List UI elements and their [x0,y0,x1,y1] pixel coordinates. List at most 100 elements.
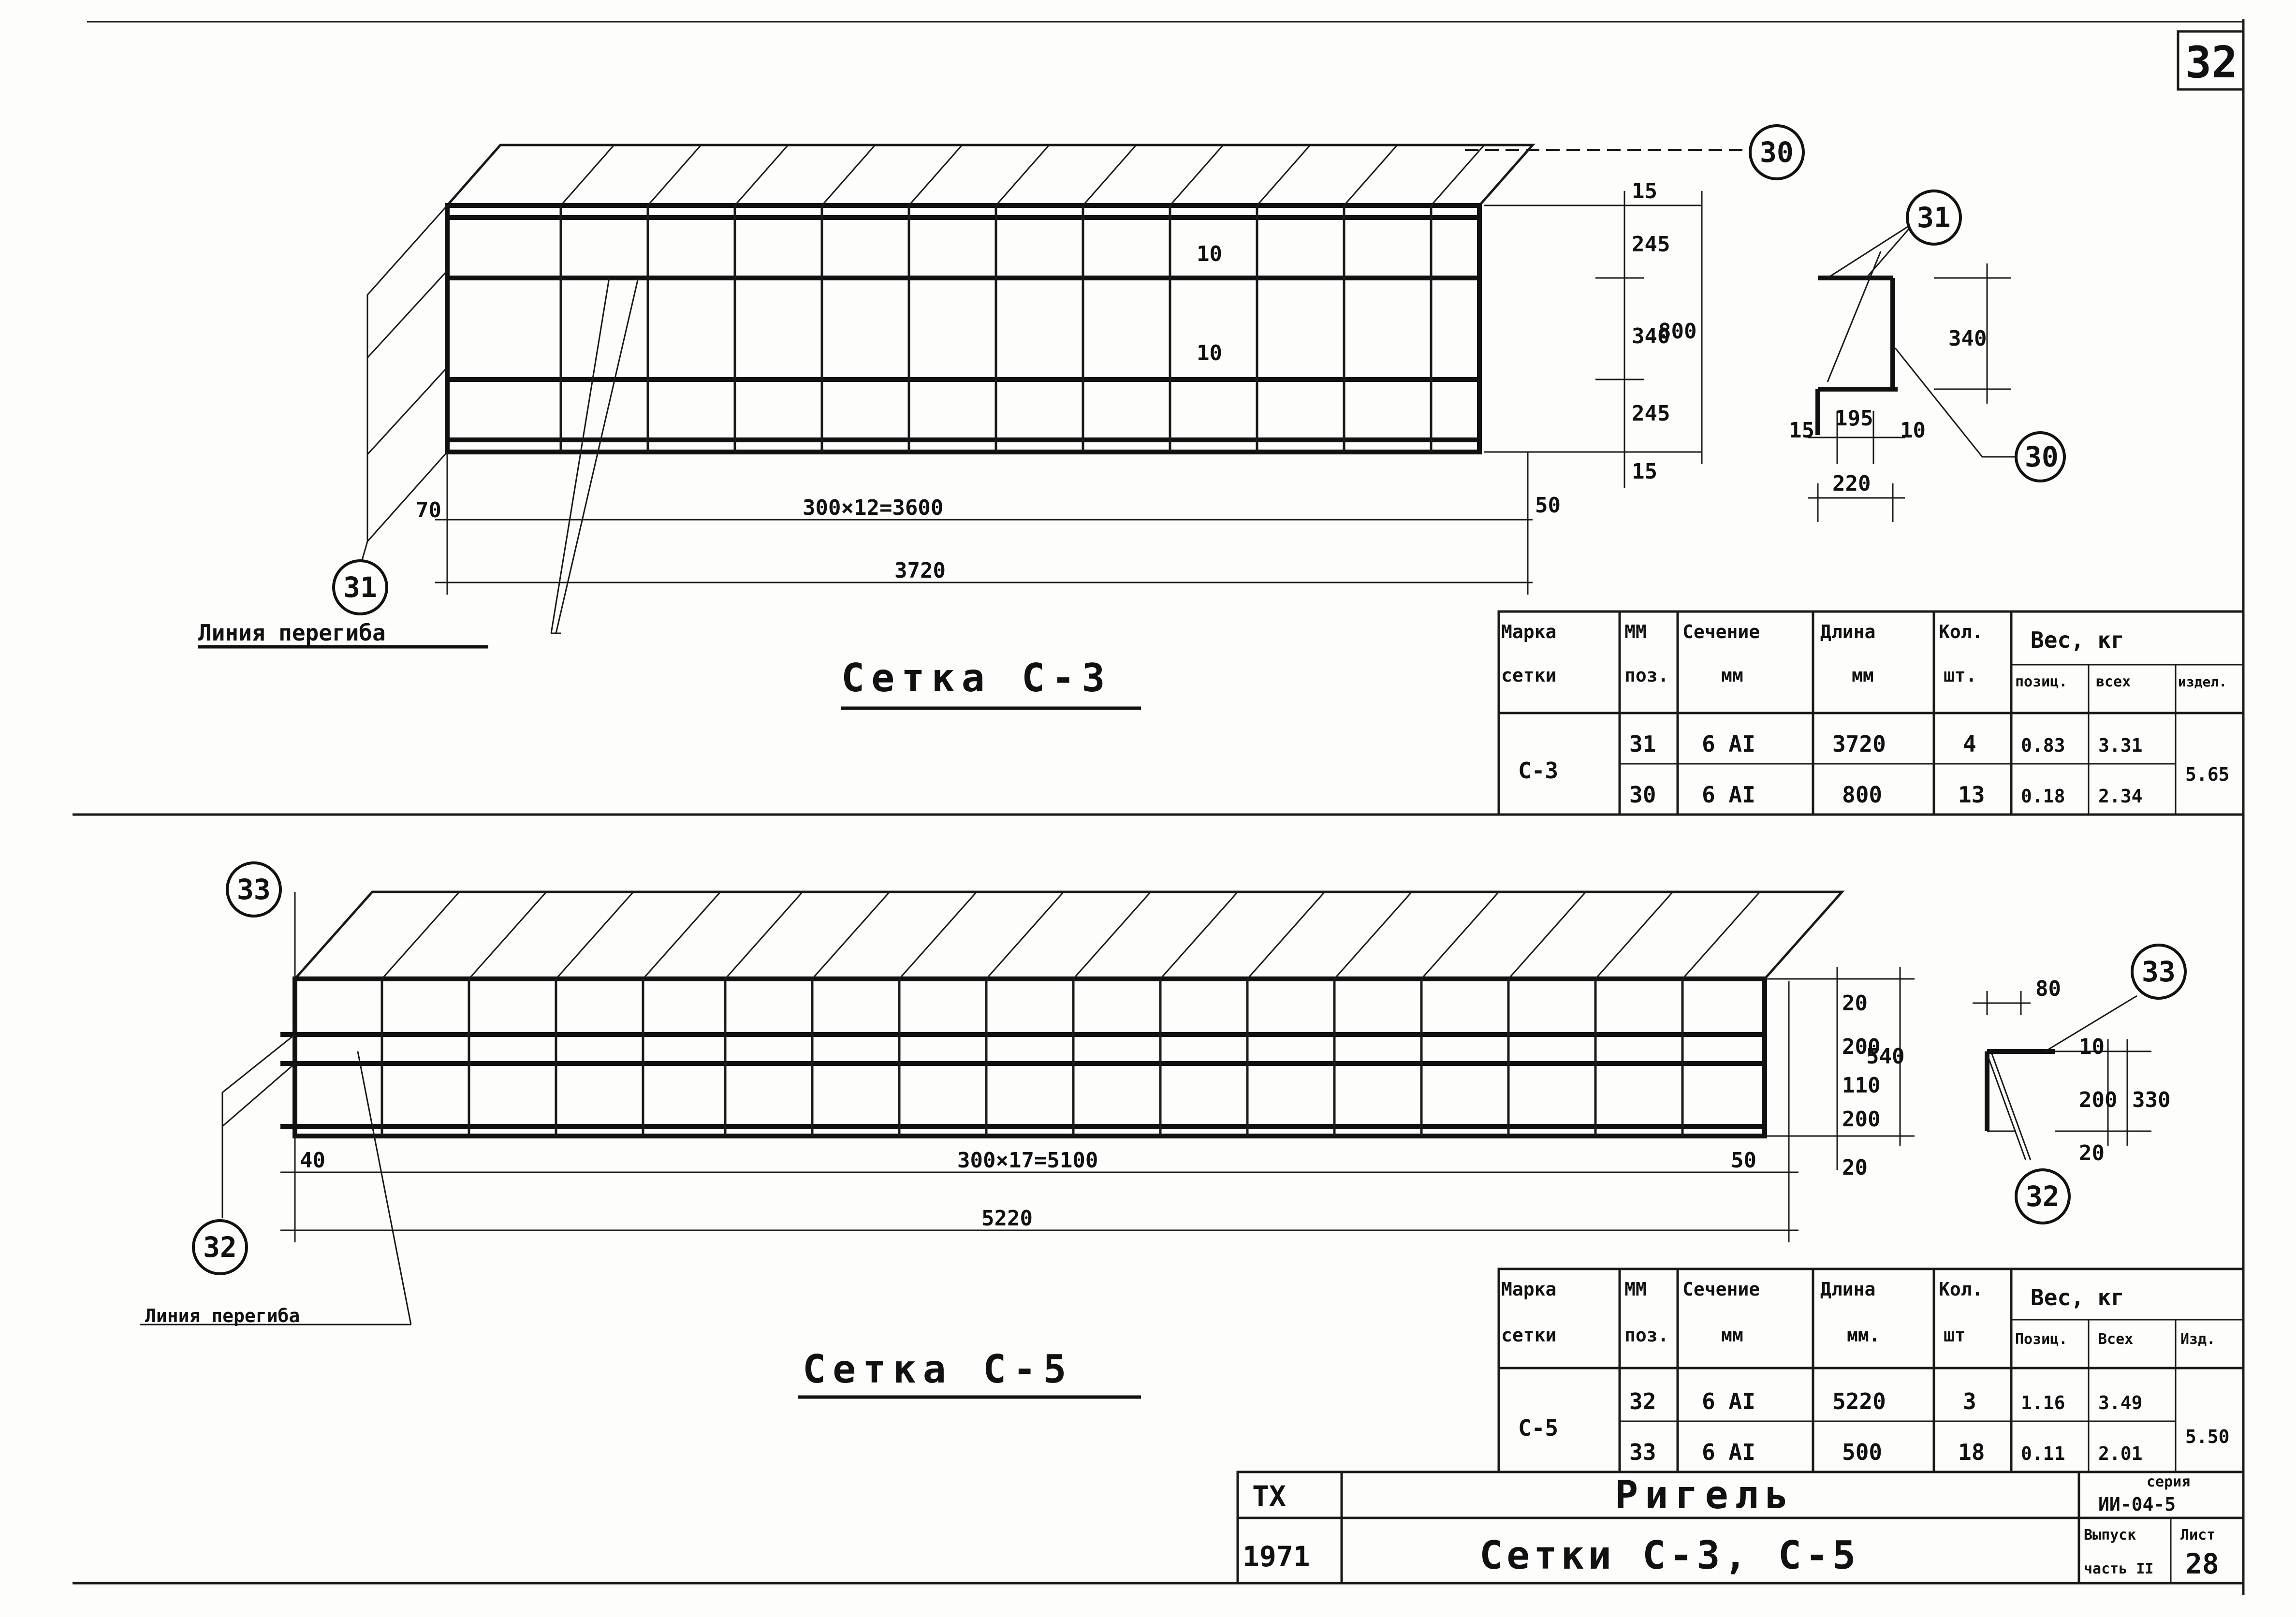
page-number: 32 [2185,37,2238,88]
section-c3-dim-15: 15 [1789,418,1814,443]
net-c3-title: Сетка С-3 [841,656,1111,700]
title-block-code: ТХ [1252,1480,1286,1513]
section-c5-dim-330: 330 [2132,1088,2170,1112]
table-c5-h-w-pos: Позиц. [2015,1331,2067,1348]
title-block-series-label: серия [2147,1473,2190,1490]
table-c5-r2-w-all: 2.01 [2098,1443,2143,1464]
net-c3-pos-30: 30 [1760,136,1794,169]
net-c5-dim-height: 540 [1866,1044,1904,1069]
table-c5-r2-qty: 18 [1958,1439,1985,1465]
net-c5-dim-v-4: 200 [1842,1107,1880,1132]
table-c5-h-qty-1: Кол. [1939,1279,1983,1300]
table-c3-r2-section: 6 АI [1702,782,1755,808]
net-c5-pos-32: 32 [203,1231,237,1264]
section-c3-dim-340: 340 [1948,326,1987,351]
table-c3-r1-pos: 31 [1629,731,1656,757]
table-c5-h-section-2: мм [1721,1325,1743,1346]
table-c5-mark: С-5 [1518,1415,1558,1441]
section-c3-dim-10: 10 [1900,418,1926,443]
table-c3-mark: С-3 [1518,758,1558,784]
title-block-series: ИИ-04-5 [2098,1494,2176,1515]
net-c3-drawing [357,144,1750,634]
net-c5-pos-33: 33 [237,873,271,906]
section-c5-pos-32-marker [2015,1168,2071,1224]
table-c5-r2-w-pos: 0.11 [2021,1443,2065,1464]
net-c5-dim-right: 50 [1731,1148,1756,1173]
net-c3-pos-31: 31 [343,571,377,604]
table-c5-h-mark-2: сетки [1501,1325,1556,1346]
table-c5-r1-w-all: 3.49 [2098,1392,2143,1413]
net-c3-bend-line-label: Линия перегиба [198,620,386,646]
table-c3-h-mark-1: Марка [1501,621,1556,642]
table-c3-r1-section: 6 АI [1702,731,1755,757]
section-c5-pos-33-marker [2131,944,2187,1000]
title-block-name: Ригель [1615,1472,1795,1517]
table-c3-h-section-1: Сечение [1682,621,1760,642]
table-c3-h-w-pos: позиц. [2015,673,2067,690]
table-c5-h-weight: Вес, кг [2031,1284,2124,1311]
title-block-grid [1236,1471,2245,1585]
net-c3-dim-v-4: 245 [1632,401,1670,426]
net-c3-dim-10-b: 10 [1197,341,1222,365]
table-c3-r1-qty: 4 [1963,731,1976,757]
table-c5-r2-section: 6 АI [1702,1439,1755,1465]
table-c3-r2-w-pos: 0.18 [2021,786,2065,807]
section-c5-dim-80: 80 [2035,976,2061,1001]
net-c3-pos-30-marker [1749,124,1805,180]
net-c5-drawing [140,890,1915,1326]
title-block-year: 1971 [1243,1540,1310,1573]
net-c5-bend-line-label: Линия перегиба [145,1305,300,1326]
net-c3-dim-v-5: 15 [1632,459,1657,484]
net-c3-pos-31-marker [332,559,388,615]
section-c3-pos-31-marker [1906,189,1962,246]
table-c5-h-section-1: Сечение [1682,1279,1760,1300]
table-c5-w-item: 5.50 [2185,1426,2230,1447]
title-block-issue-label-2: часть II [2084,1560,2154,1577]
net-c3-dim-v-3: 340 [1632,324,1670,349]
table-c3-w-item: 5.65 [2185,764,2230,785]
table-c3-h-qty-1: Кол. [1939,621,1983,642]
table-c5-h-w-item: Изд. [2180,1331,2215,1348]
net-c3-dim-height: 800 [1658,319,1696,344]
table-c3-r2-length: 800 [1842,782,1882,808]
section-c3-dim-195: 195 [1835,406,1873,431]
net-c5-pos-32-marker [192,1219,248,1275]
section-c3-pos-30-marker [2015,431,2066,482]
section-c5-pos-32: 32 [2026,1180,2060,1213]
table-c3-r2-qty: 13 [1958,782,1985,808]
net-c5-section [1973,991,2151,1161]
net-c3-dim-v-2: 245 [1632,232,1670,257]
sheet-frame [73,19,2245,1595]
table-c5-h-length-2: мм. [1847,1325,1880,1346]
table-c5-r1-pos: 32 [1629,1388,1656,1414]
table-c3-r2-pos: 30 [1629,782,1656,808]
table-c3-h-mark-2: сетки [1501,665,1556,686]
title-block-issue-label-1: Выпуск [2084,1527,2136,1544]
section-c5-dim-10: 10 [2079,1034,2105,1059]
section-c3-pos-31: 31 [1917,201,1951,234]
net-c5-dim-left: 40 [300,1148,325,1173]
net-c3-dim-right: 50 [1535,493,1561,518]
table-c5-r1-qty: 3 [1963,1388,1976,1414]
table-c5-h-qty-2: шт [1944,1325,1966,1346]
net-c3-section [1808,221,2016,522]
net-c5-dim-v-1: 20 [1842,991,1868,1016]
table-c3-h-weight: Вес, кг [2031,627,2124,653]
section-c5-dim-200: 200 [2079,1088,2117,1112]
net-c5-pos-33-marker [226,861,282,918]
table-c5-r2-pos: 33 [1629,1439,1656,1465]
table-c3-r2-w-all: 2.34 [2098,786,2143,807]
section-c3-dim-220: 220 [1832,471,1871,496]
section-c3-pos-30: 30 [2025,440,2059,473]
net-c3-dim-left: 70 [416,498,441,523]
table-c5-r1-length: 5220 [1832,1388,1886,1414]
section-c5-pos-33: 33 [2142,955,2176,988]
net-c5-title: Сетка С-5 [803,1347,1073,1392]
table-c3-h-section-2: мм [1721,665,1743,686]
table-c5-h-pos-2: поз. [1624,1325,1669,1346]
net-c3-dim-main: 300×12=3600 [803,495,943,520]
table-c5-r2-length: 500 [1842,1439,1882,1465]
table-c3-h-pos-2: поз. [1624,665,1669,686]
title-block-sheet: 28 [2185,1547,2219,1580]
